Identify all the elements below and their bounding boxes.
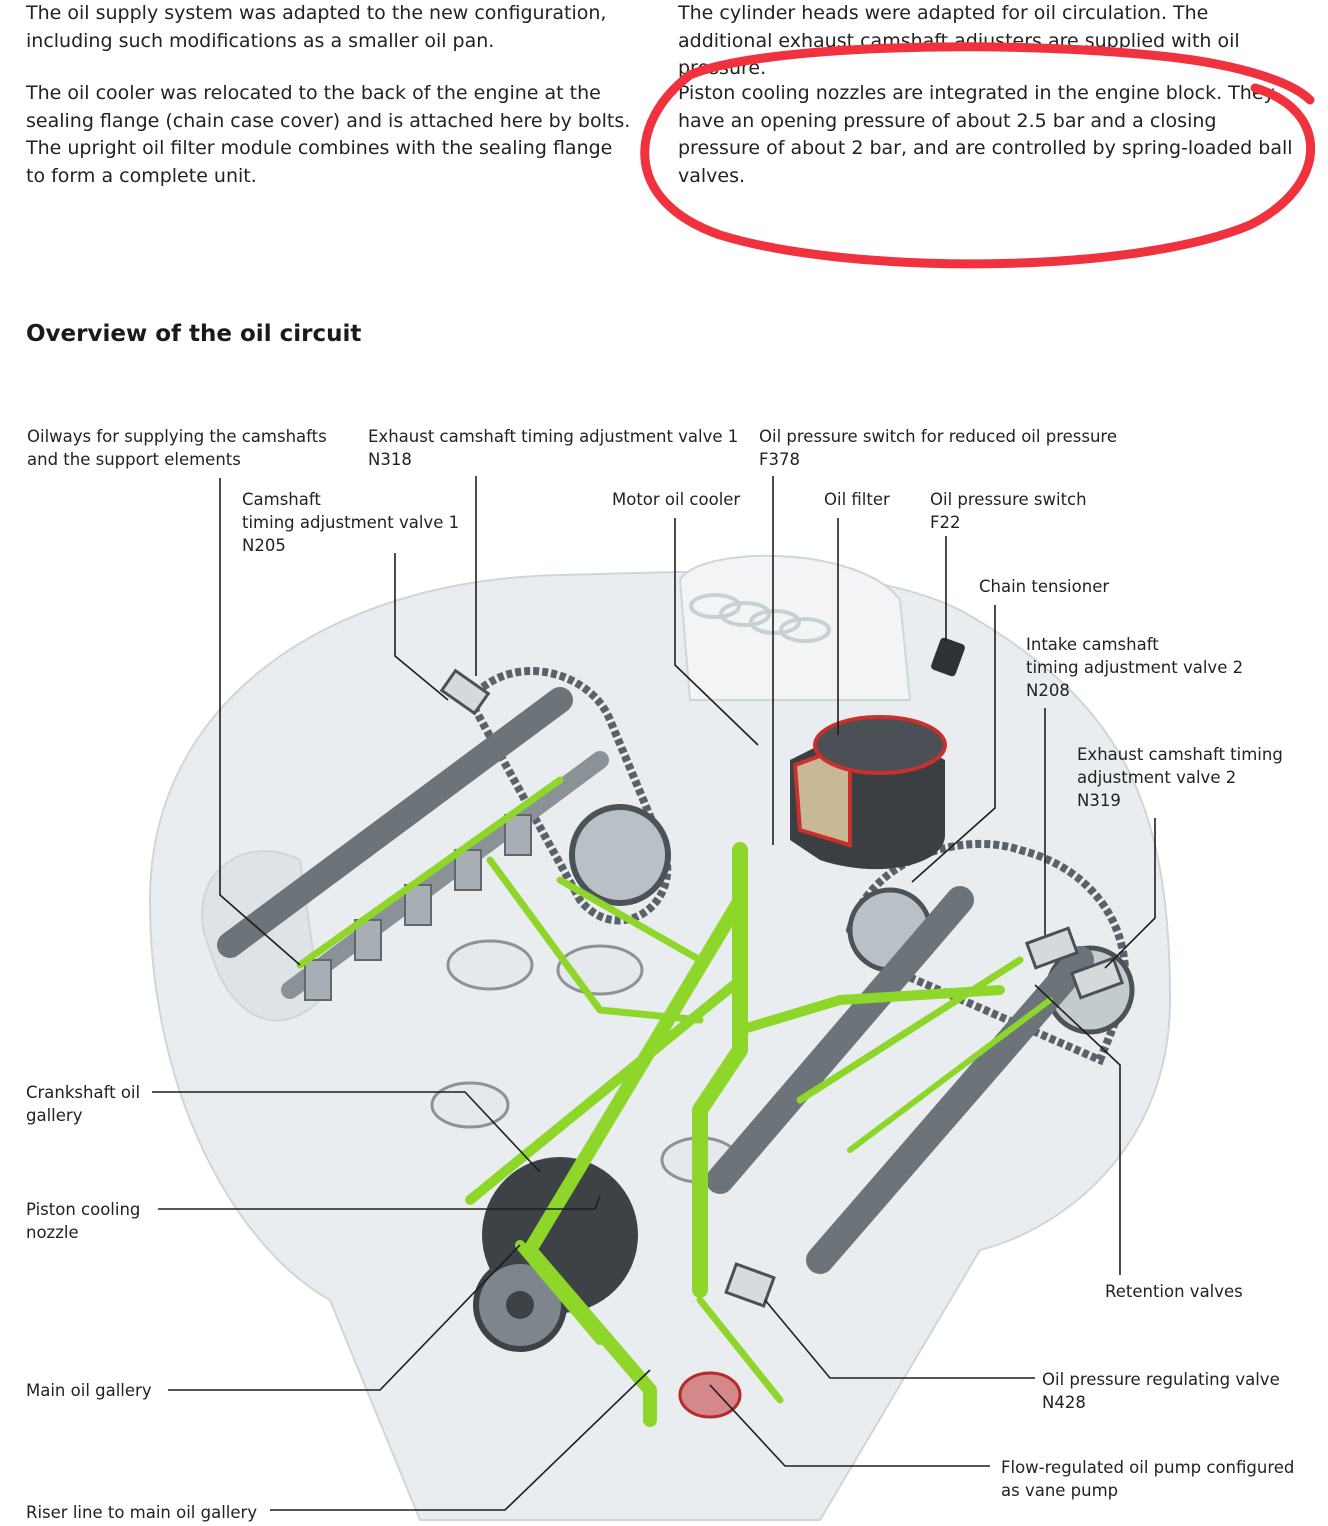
valve-springs-left bbox=[304, 814, 532, 1001]
timing-chain-right bbox=[845, 839, 1130, 1066]
paragraph-oil-supply: The oil supply system was adapted to the… bbox=[26, 2, 607, 52]
oil-pump-graphic bbox=[678, 1262, 776, 1419]
leader-lines bbox=[152, 476, 1156, 1511]
oil-circuit-lines bbox=[296, 776, 1053, 1427]
audi-rings-icon bbox=[689, 593, 831, 643]
camshaft-left-bank bbox=[217, 687, 609, 999]
highlight-circle bbox=[640, 42, 1316, 269]
label-chain-tensioner: Chain tensioner bbox=[979, 577, 1110, 596]
oil-pressure-switch-graphic bbox=[931, 637, 965, 677]
oil-filter-graphic bbox=[790, 715, 947, 870]
label-oil-pressure-switch-reduced: Oil pressure switch for reduced oil pres… bbox=[759, 427, 1117, 469]
cam-sprocket-left bbox=[569, 804, 671, 906]
label-main-gallery: Main oil gallery bbox=[26, 1381, 152, 1400]
paragraph-piston-cooling: Piston cooling nozzles are integrated in… bbox=[678, 82, 1293, 187]
label-retention-valves: Retention valves bbox=[1105, 1282, 1243, 1301]
paragraph-oil-cooler: The oil cooler was relocated to the back… bbox=[26, 82, 631, 187]
label-motor-oil-cooler: Motor oil cooler bbox=[612, 490, 741, 509]
timing-valve-graphics bbox=[439, 668, 1125, 1000]
label-oil-filter: Oil filter bbox=[824, 490, 890, 509]
label-riser-line: Riser line to main oil gallery bbox=[26, 1503, 258, 1522]
label-exhaust-valve-1: Exhaust camshaft timing adjustment valve… bbox=[368, 427, 739, 469]
section-heading: Overview of the oil circuit bbox=[26, 321, 362, 347]
